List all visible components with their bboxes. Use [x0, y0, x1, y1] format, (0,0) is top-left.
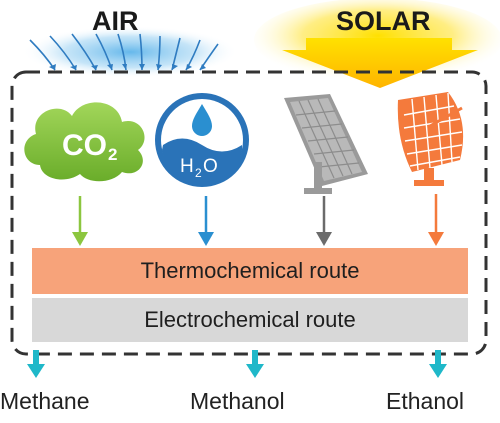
h2o-input-arrow — [198, 196, 214, 246]
thermochemical-route-label: Thermochemical route — [140, 258, 360, 283]
co2-main-text: CO — [62, 129, 107, 162]
solar-arrow-icon — [282, 38, 478, 88]
solar-label: SOLAR — [336, 6, 431, 36]
ethanol-output-arrow — [429, 350, 447, 378]
methanol-output-arrow — [246, 350, 264, 378]
methane-output-arrow — [27, 350, 45, 378]
solar-dish-icon — [397, 92, 464, 186]
product-ethanol: Ethanol — [386, 388, 465, 414]
electrochemical-route-band: Electrochemical route — [32, 298, 468, 342]
h2o-sub-text: 2 — [195, 166, 202, 180]
h2o-main-text: H — [180, 156, 194, 177]
co2-sub-text: 2 — [108, 145, 117, 164]
product-methanol: Methanol — [190, 388, 285, 414]
solar-panel-icon — [284, 94, 368, 194]
co2-input-arrow — [72, 196, 88, 246]
dish-input-arrow — [428, 194, 444, 246]
pv-input-arrow — [316, 196, 332, 246]
air-label: AIR — [92, 6, 139, 36]
wind-arrowheads — [49, 64, 206, 70]
thermochemical-route-band: Thermochemical route — [32, 248, 468, 294]
co2-cloud-icon: CO 2 — [24, 102, 145, 182]
system-boundary — [10, 70, 488, 356]
electrochemical-route-label: Electrochemical route — [144, 307, 356, 332]
h2o-tail-text: O — [203, 156, 218, 177]
product-methane: Methane — [0, 388, 90, 414]
h2o-water-icon: H 2 O — [155, 93, 249, 187]
